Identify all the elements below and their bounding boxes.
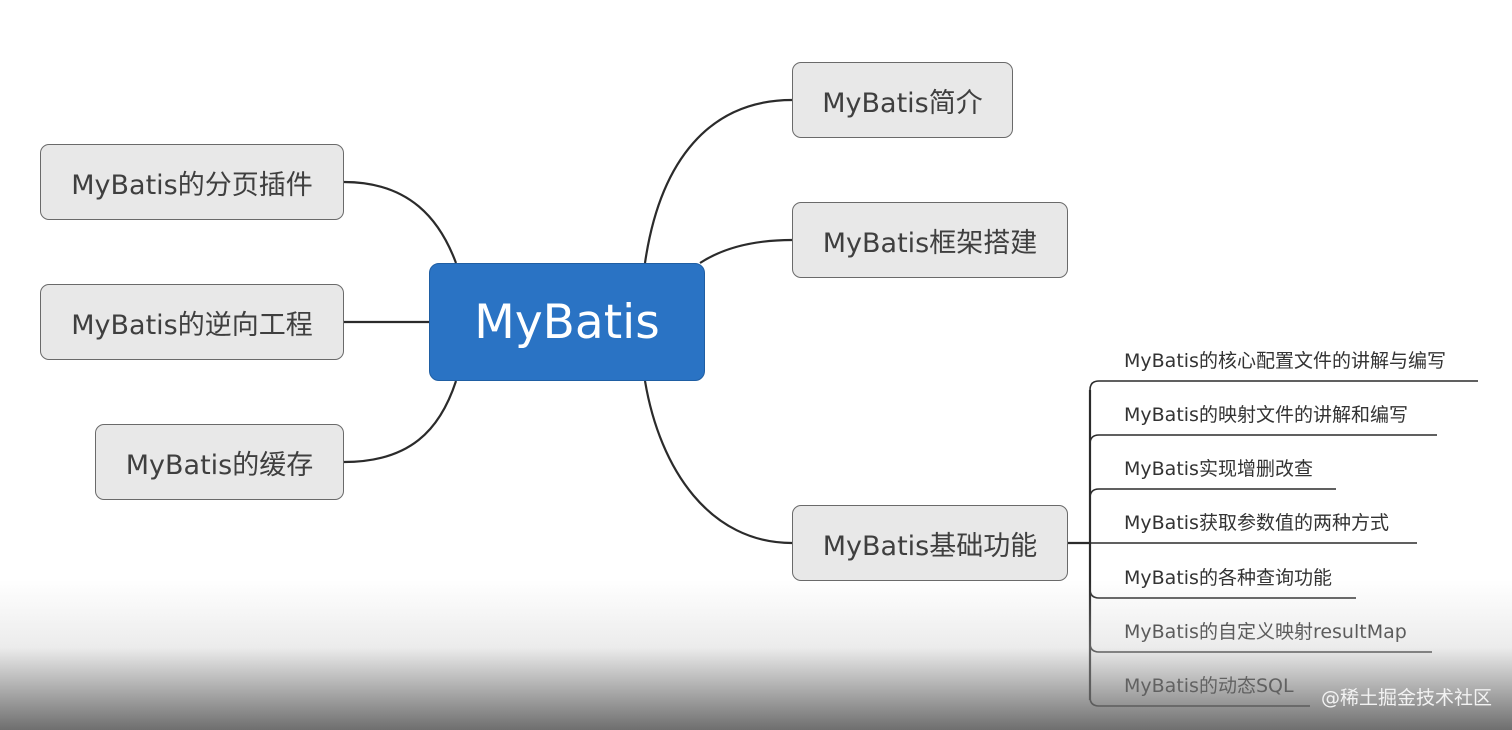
sub-underline-6 [1089,642,1432,653]
sub-item-crud[interactable]: MyBatis实现增删改查 [1124,458,1313,480]
node-intro[interactable]: MyBatis简介 [792,62,1013,138]
node-cache[interactable]: MyBatis的缓存 [95,424,344,500]
center-node[interactable]: MyBatis [429,263,705,381]
sub-underline-7 [1089,696,1310,707]
sub-underline-2 [1089,434,1437,445]
link-basics [643,380,793,545]
sub-item-dynamic-sql[interactable]: MyBatis的动态SQL [1124,675,1294,697]
link-setup [699,238,793,264]
node-pagination-plugin[interactable]: MyBatis的分页插件 [40,144,344,220]
watermark: @稀土掘金技术社区 [1320,687,1492,709]
node-framework-setup[interactable]: MyBatis框架搭建 [792,202,1068,278]
sub-underline-1 [1089,380,1478,391]
sub-item-mapper-file[interactable]: MyBatis的映射文件的讲解和编写 [1124,404,1408,426]
node-basic-features[interactable]: MyBatis基础功能 [792,505,1068,581]
link-cache [343,380,458,464]
sub-underline-3 [1089,488,1336,499]
link-intro [643,98,793,264]
sub-underline-5 [1089,588,1356,599]
sub-item-param-values[interactable]: MyBatis获取参数值的两种方式 [1124,512,1389,534]
sub-item-core-config[interactable]: MyBatis的核心配置文件的讲解与编写 [1124,350,1446,372]
sub-item-result-map[interactable]: MyBatis的自定义映射resultMap [1124,621,1407,643]
link-pagination [343,180,458,264]
sub-item-query-features[interactable]: MyBatis的各种查询功能 [1124,567,1332,589]
node-reverse-engineering[interactable]: MyBatis的逆向工程 [40,284,344,360]
